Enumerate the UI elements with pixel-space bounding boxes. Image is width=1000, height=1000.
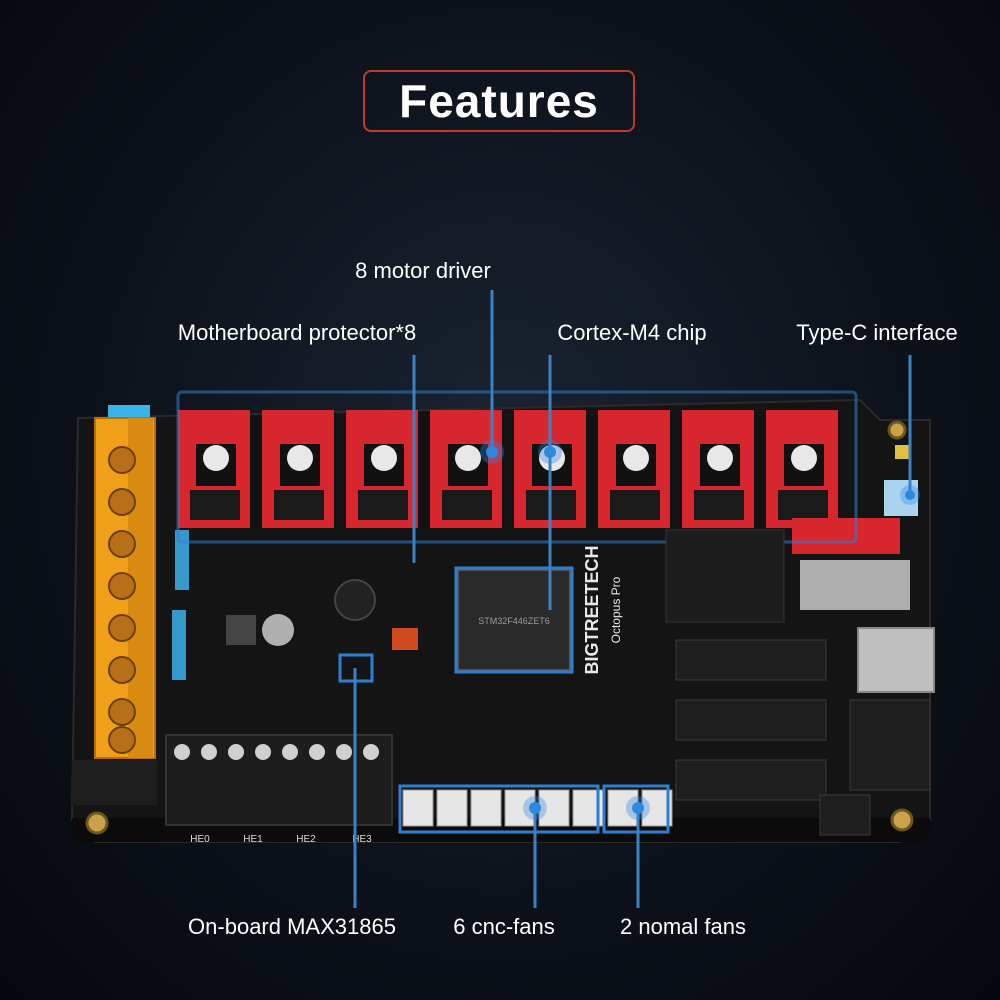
callout-dots — [480, 440, 920, 820]
svg-text:HE3: HE3 — [352, 834, 372, 845]
label-normal-fans: 2 nomal fans — [620, 914, 746, 939]
model-text: Octopus Pro — [609, 576, 623, 643]
svg-text:HE2: HE2 — [296, 834, 316, 845]
label-typec: Type-C interface — [796, 320, 958, 345]
motor-drivers — [178, 410, 838, 528]
brand-text: BIGTREETECH — [582, 545, 602, 674]
mcu-chip: STM32F446ZET6 — [454, 566, 574, 674]
svg-text:HE0: HE0 — [190, 834, 210, 845]
mounting-holes — [85, 420, 914, 835]
driver-highlight-frame — [176, 390, 858, 544]
label-max31865: On-board MAX31865 — [188, 914, 396, 939]
power-terminal-block — [72, 405, 157, 805]
cnc-fan-highlight — [398, 784, 600, 834]
label-cnc-fans: 6 cnc-fans — [453, 914, 555, 939]
svg-text:STM32F446ZET6: STM32F446ZET6 — [478, 616, 550, 626]
label-chip: Cortex-M4 chip — [557, 320, 707, 345]
features-title-box: Features — [363, 70, 635, 132]
normal-fan-highlight — [602, 784, 670, 834]
label-protector: Motherboard protector*8 — [177, 320, 417, 345]
label-motor-driver: 8 motor driver — [355, 258, 491, 283]
page-title: Features — [399, 75, 599, 127]
svg-text:HE1: HE1 — [243, 834, 263, 845]
